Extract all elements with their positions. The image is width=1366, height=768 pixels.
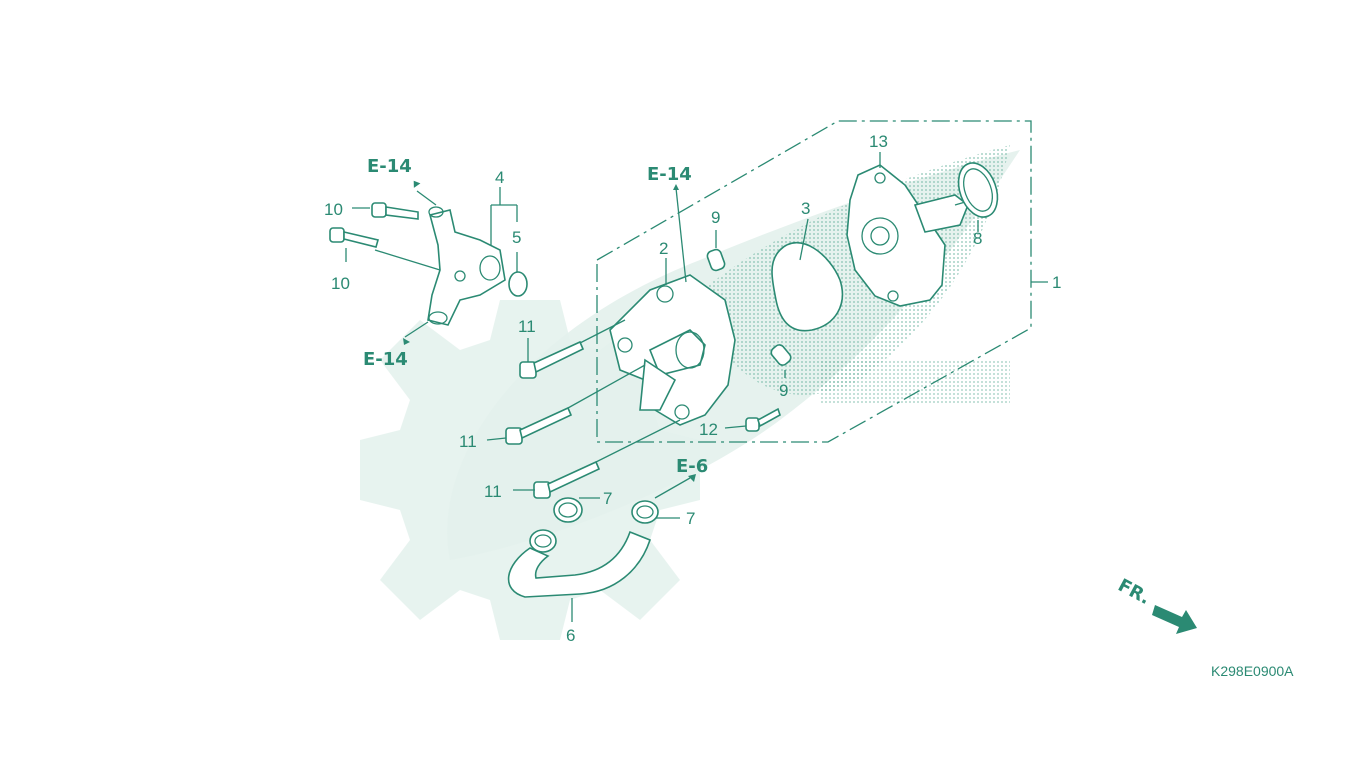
callout-3: 3 — [801, 199, 810, 218]
callout-11-bottom: 11 — [484, 482, 502, 501]
callout-12: 12 — [699, 420, 718, 439]
callout-1: 1 — [1052, 273, 1061, 292]
callout-7-left: 7 — [603, 489, 612, 508]
reference-labels: E-14 E-14 E-14 E-6 — [363, 156, 708, 477]
o-ring-8 — [957, 162, 999, 218]
ref-e14-top: E-14 — [367, 156, 412, 177]
assembly-outline — [596, 120, 1048, 443]
callout-9-lower: 9 — [779, 381, 788, 400]
callout-9-upper: 9 — [711, 208, 720, 227]
gasket-3 — [771, 242, 844, 332]
callout-13: 13 — [869, 132, 888, 151]
water-hose — [507, 529, 651, 598]
hose-clamp-right — [631, 500, 659, 524]
reference-arrowheads — [403, 180, 696, 482]
dowel-pin-lower — [770, 344, 792, 366]
pump-body — [609, 274, 736, 426]
leader-lines — [345, 152, 979, 622]
callout-4: 4 — [495, 168, 504, 187]
callout-8: 8 — [973, 229, 982, 248]
front-direction-label: FR. — [1114, 575, 1153, 609]
bolt-11-a — [519, 340, 585, 379]
bolt-12 — [745, 407, 781, 432]
ref-e14-bottom: E-14 — [363, 349, 408, 370]
callout-5: 5 — [512, 228, 521, 247]
callout-6: 6 — [566, 626, 575, 645]
callout-2: 2 — [659, 239, 668, 258]
front-direction-arrow-icon: FR. — [1114, 575, 1197, 634]
bolt-10-upper — [371, 202, 419, 220]
ref-e6: E-6 — [676, 456, 708, 477]
callout-7-right: 7 — [686, 509, 695, 528]
o-ring-5 — [508, 271, 528, 297]
callout-11-top: 11 — [518, 317, 536, 336]
callout-11-middle: 11 — [459, 432, 477, 451]
bolt-10-lower — [329, 227, 379, 248]
callout-numbers: 1 2 3 4 5 6 7 7 8 9 9 10 10 11 11 11 12 … — [324, 132, 1061, 645]
pump-cover — [846, 164, 973, 307]
callout-10-lower: 10 — [331, 274, 350, 293]
callout-10-upper: 10 — [324, 200, 343, 219]
ref-e14-center: E-14 — [647, 164, 692, 185]
bolt-11-b — [505, 406, 573, 445]
figure-code: K298E0900A — [1211, 663, 1294, 679]
hose-clamp-left — [553, 497, 583, 523]
water-joint — [427, 206, 506, 326]
dowel-pin-upper — [706, 248, 726, 272]
